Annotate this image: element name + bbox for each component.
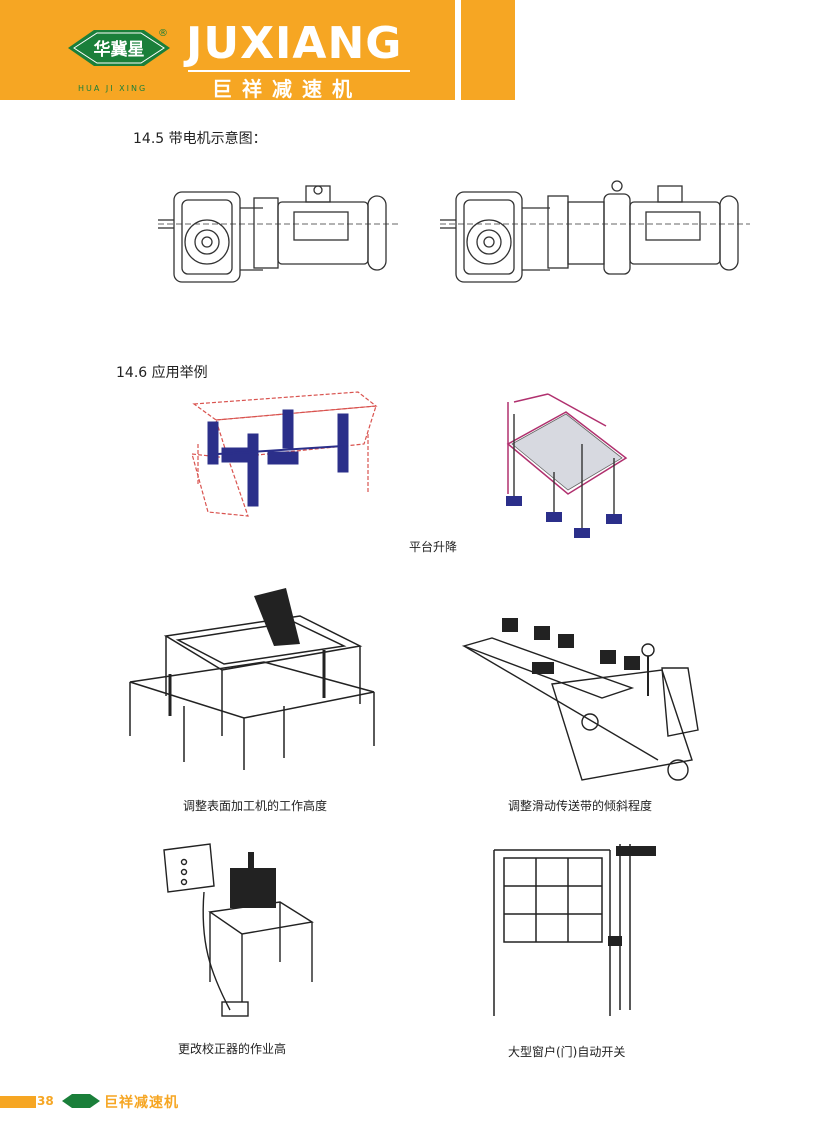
- page-number: 38: [37, 1094, 54, 1108]
- caption-window-door: 大型窗户(门)自动开关: [508, 1045, 626, 1059]
- footer-logo-icon: [62, 1094, 100, 1108]
- platform-lift-illustration-2: [506, 393, 628, 538]
- logo-icon: 华冀星: [68, 30, 170, 66]
- footer-brand: 巨祥减速机: [104, 1095, 179, 1111]
- registered-mark: ®: [158, 28, 168, 39]
- brand-name: JUXIANG: [186, 18, 403, 69]
- logo-text: 华冀星: [94, 39, 145, 60]
- brand-name-cn: 巨祥减速机: [212, 77, 362, 101]
- caption-corrector: 更改校正器的作业高: [178, 1042, 287, 1056]
- motor-drawing-1: [158, 185, 398, 283]
- surface-machine-illustration: [129, 588, 375, 770]
- section-title-14-5: 14.5 带电机示意图：: [133, 131, 267, 147]
- conveyor-illustration: [461, 618, 699, 781]
- motor-drawing-2: [440, 180, 750, 283]
- header-strip: [461, 0, 515, 100]
- window-door-illustration: [493, 844, 656, 1016]
- brand-rule: [188, 70, 410, 72]
- platform-lift-illustration: [191, 391, 378, 517]
- caption-conveyor: 调整滑动传送带的倾斜程度: [508, 799, 653, 813]
- logo-subtitle: HUA JI XING: [78, 84, 148, 93]
- footer-bar: [0, 1096, 36, 1108]
- corrector-machine-illustration: [163, 843, 314, 1017]
- caption-surface-machine: 调整表面加工机的工作高度: [183, 799, 328, 813]
- section-title-14-6: 14.6 应用举例: [116, 365, 208, 381]
- caption-platform: 平台升降: [409, 540, 458, 554]
